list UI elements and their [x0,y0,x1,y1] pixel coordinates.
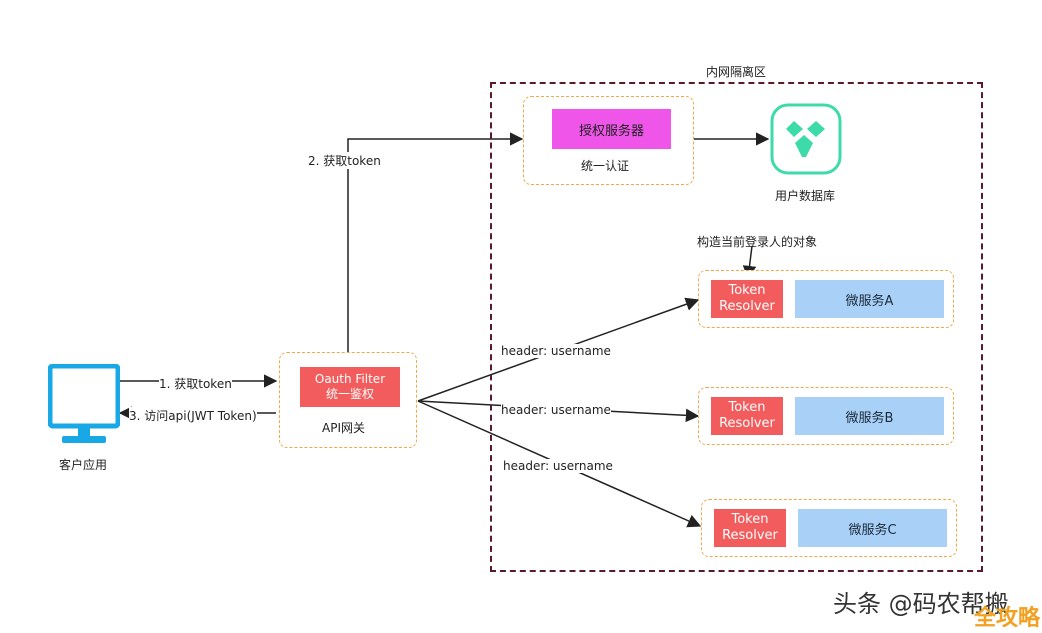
auth-server: 授权服务器 [552,109,671,149]
oauth-filter-line2: 统一鉴权 [325,387,374,401]
watermark-badge: 全攻略 [974,606,1041,631]
edge-fetch-token [347,132,524,352]
auth-label: 统一认证 [581,159,630,173]
client-label: 客户应用 [59,458,108,472]
oauth-filter-line1: Oauth Filter [314,372,386,386]
token-resolver-b-line1: Token [728,400,766,415]
service-b: 微服务B [795,397,944,435]
token-resolver-c: Token Resolver [714,509,786,547]
api-gateway-label: API网关 [322,421,365,435]
oauth-filter: Oauth Filter 统一鉴权 [300,367,400,407]
token-resolver-a-line1: Token [728,283,766,298]
annotation-text: 构造当前登录人的对象 [697,235,818,249]
watermark-text: 头条 @码农帮搬 [833,590,1009,618]
edge-label-header-b: header: username [501,403,611,417]
service-a: 微服务A [795,280,944,318]
edge-label-header-a: header: username [501,344,611,358]
token-resolver-a-line2: Resolver [719,299,775,314]
token-resolver-a: Token Resolver [711,280,783,318]
database-icon [770,103,842,175]
edge-label-header-c: header: username [503,459,613,473]
internal-zone [490,82,983,572]
edge-label-access-api: 3. 访问api(JWT Token) [129,407,257,424]
service-c: 微服务C [798,509,947,547]
token-resolver-b: Token Resolver [711,397,783,435]
token-resolver-c-line1: Token [731,512,769,527]
monitor-icon [48,364,120,443]
internal-zone-title: 内网隔离区 [706,65,767,79]
edge-label-fetch-token: 2. 获取token [308,152,381,169]
token-resolver-b-line2: Resolver [719,416,775,431]
token-resolver-c-line2: Resolver [722,528,778,543]
edge-label-get-token: 1. 获取token [159,375,232,392]
database-label: 用户数据库 [775,189,836,203]
